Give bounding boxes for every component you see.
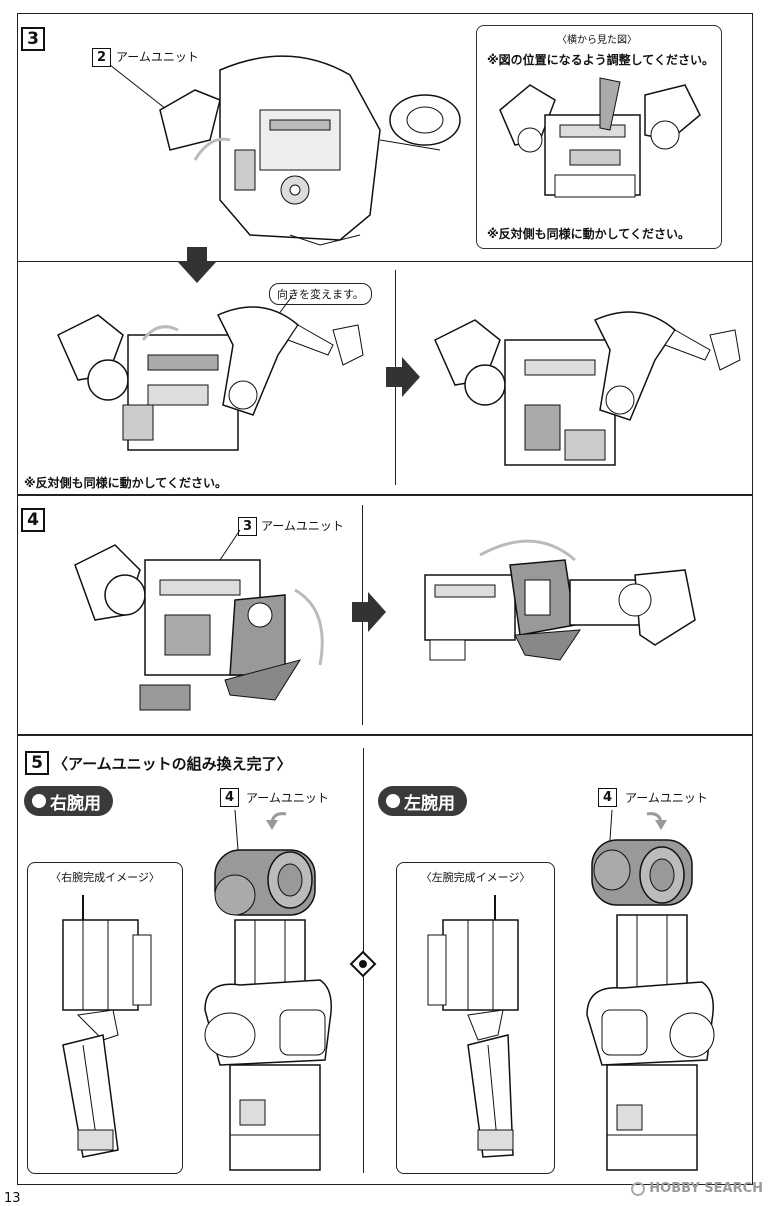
right-arm-illustration [204, 809, 332, 1171]
left-arm-image-box: 〈左腕完成イメージ〉 [396, 862, 555, 1174]
side-view-note: ※反対側も同様に動かしてください。 [487, 227, 690, 241]
diamond-mark-icon [349, 950, 377, 978]
step-3-lower-right-illustration [434, 311, 741, 466]
side-view-title: 〈横から見た図〉 [557, 35, 637, 46]
step-4-right-illustration [424, 539, 696, 661]
right-arm-rotate-icon [266, 812, 287, 830]
left-arm-pill-label: 左腕用 [404, 793, 455, 814]
step-4-number: 4 [21, 508, 45, 532]
step-3-part-label: アームユニット [116, 50, 199, 64]
pill-dot-icon [32, 794, 46, 808]
step-3-part-number: 2 [92, 48, 111, 67]
step-3-lower-note: ※反対側も同様に動かしてください。 [24, 476, 227, 490]
left-arm-pill: 左腕用 [378, 786, 467, 816]
right-arm-part-label: アームユニット [246, 791, 329, 805]
step-4-left-illustration [74, 529, 324, 711]
step-3-right-arrow [386, 357, 420, 397]
step-4-panel [17, 495, 753, 735]
left-arm-rotate-icon [646, 812, 667, 830]
side-view-instruction: ※図の位置になるよう調整してください。 [487, 53, 714, 67]
step-3-callout: 向きを変えます。 [269, 283, 372, 305]
right-arm-pill: 右腕用 [24, 786, 113, 816]
step-3-number: 3 [21, 27, 45, 51]
step-3-down-arrow [177, 247, 217, 283]
pill-dot-icon [386, 794, 400, 808]
step-3-panel [17, 13, 753, 495]
watermark-logo-icon [631, 1181, 646, 1196]
step-5-number: 5 [25, 751, 49, 775]
step-4-right-arrow [352, 592, 386, 632]
watermark: HOBBY SEARCH [631, 1181, 763, 1196]
step-4-part-label: アームユニット [261, 519, 344, 533]
left-arm-illustration [586, 809, 715, 1171]
right-arm-complete-image [62, 895, 152, 1158]
page-number: 13 [4, 1191, 21, 1206]
left-arm-image-caption: 〈左腕完成イメージ〉 [420, 871, 531, 884]
step-3-divider-horizontal [17, 261, 753, 262]
watermark-text: HOBBY SEARCH [649, 1181, 763, 1196]
right-arm-image-caption: 〈右腕完成イメージ〉 [50, 871, 160, 884]
step-3-arm-assembly-illustration [109, 55, 461, 246]
step-4-part-number: 3 [238, 517, 257, 536]
side-view-illustration [499, 77, 701, 198]
left-arm-complete-image [427, 895, 519, 1158]
step-5-panel [17, 735, 753, 1185]
step-5-title: 〈アームユニットの組み換え完了〉 [53, 755, 292, 773]
left-arm-part-number: 4 [598, 788, 617, 807]
right-arm-part-number: 4 [220, 788, 239, 807]
right-arm-pill-label: 右腕用 [50, 793, 101, 814]
step-3-lower-left-illustration [57, 294, 364, 451]
left-arm-part-label: アームユニット [625, 791, 708, 805]
